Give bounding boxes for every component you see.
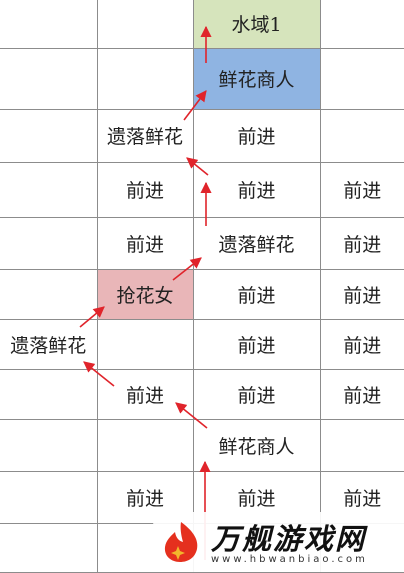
flower-merchant-cell: 鲜花商人 <box>192 418 321 472</box>
grid-cell-r3c0 <box>0 161 98 218</box>
grid-row: 遗落鲜花 前进 前进 <box>0 318 404 370</box>
advance-cell: 前进 <box>192 318 321 370</box>
grid-cell-r0c0 <box>0 0 98 49</box>
advance-cell: 前进 <box>96 216 194 270</box>
grid-row: 抢花女 前进 前进 <box>0 268 404 320</box>
grid-cell-r8c3 <box>319 418 404 472</box>
grid-cell-r8c1 <box>96 418 194 472</box>
grid-cell-r0c1 <box>96 0 194 49</box>
advance-cell: 前进 <box>319 216 404 270</box>
advance-cell: 前进 <box>192 268 321 320</box>
advance-cell: 前进 <box>192 108 321 163</box>
flower-thief-cell: 抢花女 <box>96 268 194 320</box>
flame-logo-icon <box>164 522 198 562</box>
grid-row: 鲜花商人 <box>0 418 404 472</box>
grid-cell-r1c3 <box>319 48 404 110</box>
advance-cell: 前进 <box>319 368 404 420</box>
advance-cell: 前进 <box>319 268 404 320</box>
grid-row: 遗落鲜花 前进 <box>0 108 404 163</box>
lost-flower-cell: 遗落鲜花 <box>192 216 321 270</box>
grid-cell-r9c0 <box>0 470 98 524</box>
grid-row: 前进 遗落鲜花 前进 <box>0 216 404 270</box>
advance-cell: 前进 <box>192 368 321 420</box>
grid-cell-r7c0 <box>0 368 98 420</box>
grid-cell-r5c0 <box>0 268 98 320</box>
advance-cell: 前进 <box>96 368 194 420</box>
grid-row: 前进 前进 前进 <box>0 161 404 218</box>
site-watermark: 万舰游戏网 www.hbwanbiao.com <box>153 512 404 572</box>
grid-cell-r8c0 <box>0 418 98 472</box>
grid-cell-r6c1 <box>96 318 194 370</box>
advance-cell: 前进 <box>319 318 404 370</box>
grid-cell-r0c3 <box>319 0 404 49</box>
grid-cell-r1c1 <box>96 48 194 110</box>
advance-cell: 前进 <box>96 470 194 524</box>
watermark-title: 万舰游戏网 <box>211 522 367 556</box>
grid-cell-r1c0 <box>0 48 98 110</box>
grid-cell-r2c3 <box>319 108 404 163</box>
advance-cell: 前进 <box>96 161 194 218</box>
advance-cell: 前进 <box>319 161 404 218</box>
grid-row: 前进 前进 前进 <box>0 368 404 420</box>
flower-merchant-cell: 鲜花商人 <box>192 48 321 110</box>
grid-row: 鲜花商人 <box>0 48 404 110</box>
watermark-url: www.hbwanbiao.com <box>211 554 368 565</box>
grid-cell-r4c0 <box>0 216 98 270</box>
lost-flower-cell: 遗落鲜花 <box>0 318 98 370</box>
grid-cell-r10c0 <box>0 522 98 573</box>
lost-flower-cell: 遗落鲜花 <box>96 108 194 163</box>
grid-cell-r2c0 <box>0 108 98 163</box>
water-zone-1-cell: 水域1 <box>192 0 321 49</box>
grid-row: 水域1 <box>0 0 404 49</box>
advance-cell: 前进 <box>192 161 321 218</box>
grid-row: 前进 前进 前进 <box>0 470 404 524</box>
